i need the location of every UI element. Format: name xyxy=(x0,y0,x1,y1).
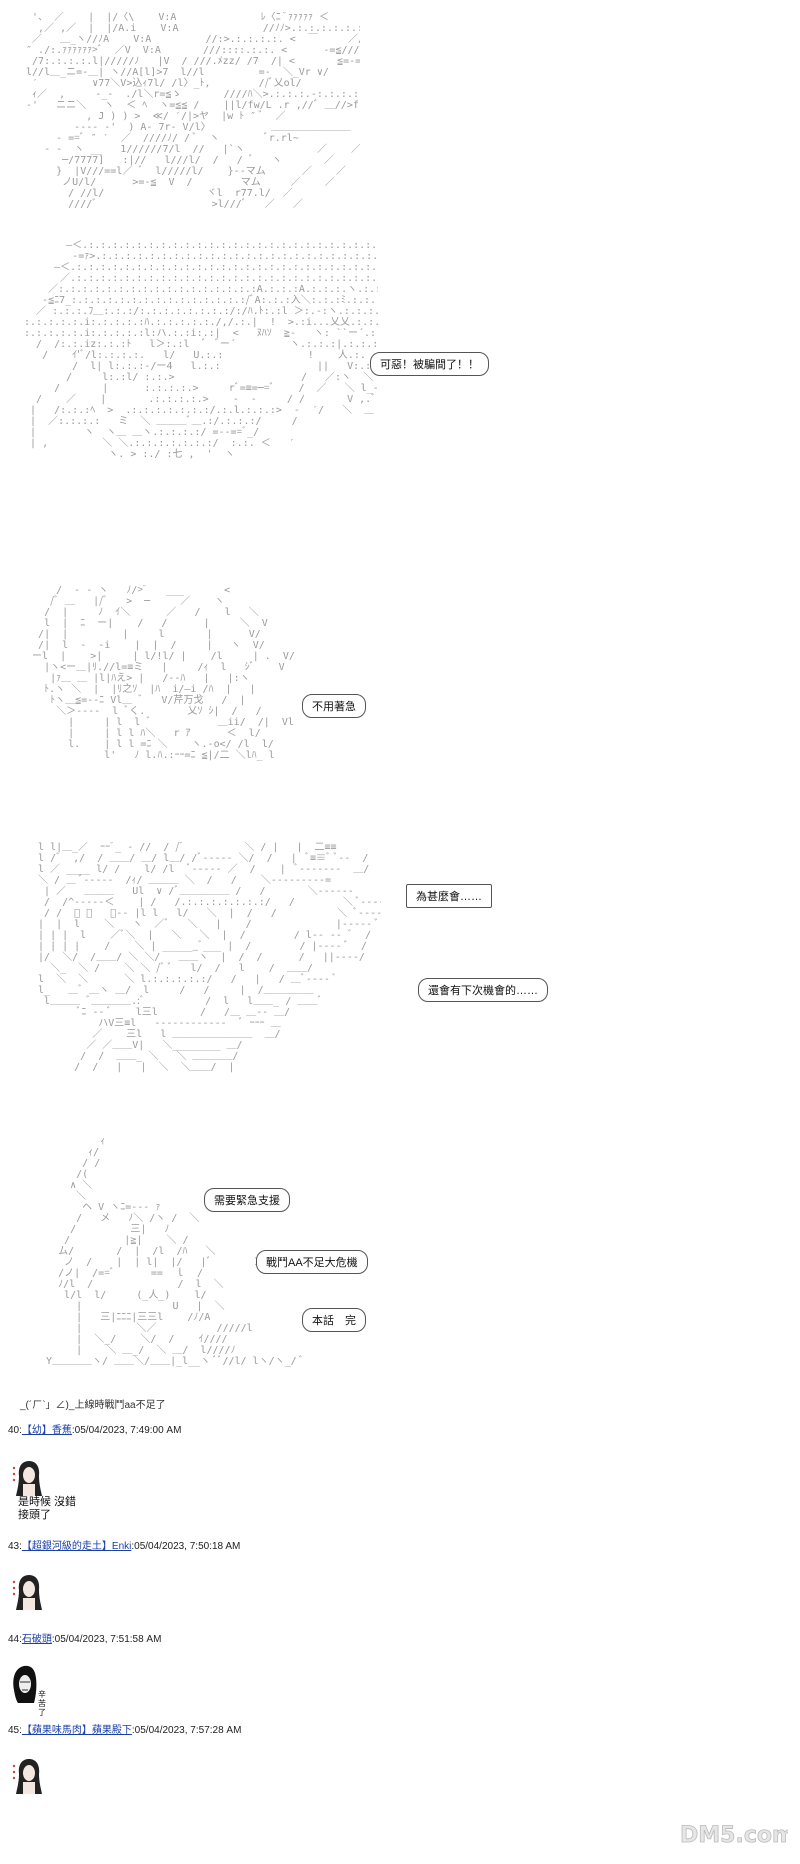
speech-bubble: 戰鬥AA不足大危機 xyxy=(256,1250,368,1274)
speech-bubble: 本話 完 xyxy=(302,1308,366,1332)
post-time: :05/04/2023, 7:51:58 AM xyxy=(51,1634,162,1645)
post-time: :05/04/2023, 7:57:28 AM xyxy=(131,1725,242,1736)
avatar-icon xyxy=(13,1665,37,1703)
post-time: :05/04/2023, 7:49:00 AM xyxy=(71,1425,182,1436)
ascii-art-panel-1: '、 ／ | |/〈\ V:A ﾚ〈ﾆ ﾞｧｧｧｧｧ ＜ ￣￣￣＜/ﾉﾉﾉ ,／… xyxy=(26,12,360,210)
ascii-art-panel-2: ―＜.:.:.:.:.:.:.:.:.:.:.:.:.:.:.:.:.:.:.:… xyxy=(24,240,378,460)
post-user-link-2[interactable]: Enki xyxy=(111,1541,132,1552)
post-line: 是時候 沒錯 xyxy=(18,1496,77,1508)
post-number: 40: xyxy=(8,1425,22,1436)
speech-bubble: 需要緊急支援 xyxy=(204,1188,290,1212)
post-number: 45: xyxy=(8,1725,22,1736)
ascii-art-panel-5: ｨ ｨ/ / / /( ∧ ＼ ＼ ヘ V ヽﾆ=--- ｧ / メ ﾉ＼ /ヽ… xyxy=(46,1136,304,1367)
ascii-art-panel-4: l l|＿_／ ｰｰﾞ_ - // / /ﾞ￣￣￣￣￣￣＼ / | | 二≡≡ … xyxy=(38,842,381,1073)
post-number: 44: xyxy=(8,1634,22,1645)
post-header: 45:【蘋果味馬肉】蘋果殿下:05/04/2023, 7:57:28 AM xyxy=(8,1721,241,1736)
post-user-link[interactable]: 【超銀河級的走土】 xyxy=(21,1541,112,1552)
speech-bubble: 可惡！被騙間了！！ xyxy=(370,352,489,376)
speech-bubble: 還會有下次機會的…… xyxy=(418,978,548,1002)
post-number: 43: xyxy=(8,1541,22,1552)
ascii-art-panel-3: / - - ヽ ﾉ/>ﾞ ___ ｀ < /ﾞ ＿ |/ﾞ > ─ ／ ヽ / … xyxy=(32,585,295,761)
watermark-text: DM5.com xyxy=(680,1823,788,1848)
speech-bubble: 為甚麼會…… xyxy=(406,884,492,908)
post-body: 是時候 沒錯 接頭了 xyxy=(18,1496,76,1522)
post-user-link[interactable]: 【幼】香蕉 xyxy=(21,1425,72,1436)
post-user-link[interactable]: 石破頭 xyxy=(21,1634,52,1645)
avatar-icon xyxy=(12,1461,42,1496)
post-header: 40:【幼】香蕉:05/04/2023, 7:49:00 AM xyxy=(8,1421,181,1436)
avatar-icon xyxy=(12,1759,42,1794)
post-user-link[interactable]: 【蘋果味馬肉】蘋果殿下 xyxy=(21,1725,132,1736)
post-time: :05/04/2023, 7:50:18 AM xyxy=(131,1541,241,1552)
post-line: 接頭了 xyxy=(18,1509,51,1521)
avatar-icon xyxy=(12,1575,42,1610)
post-header: 44:石破頭:05/04/2023, 7:51:58 AM xyxy=(8,1630,161,1645)
caption-text: _(´ㄏ`」∠)_上線時戰鬥aa不足了 xyxy=(20,1400,166,1411)
post-header: 43:【超銀河級的走土】Enki:05/04/2023, 7:50:18 AM xyxy=(8,1537,240,1552)
speech-bubble: 不用著急 xyxy=(302,694,366,718)
site-logo-watermark: DM5.com xyxy=(680,1823,788,1849)
avatar-label: 辛苦了 xyxy=(38,1690,46,1717)
